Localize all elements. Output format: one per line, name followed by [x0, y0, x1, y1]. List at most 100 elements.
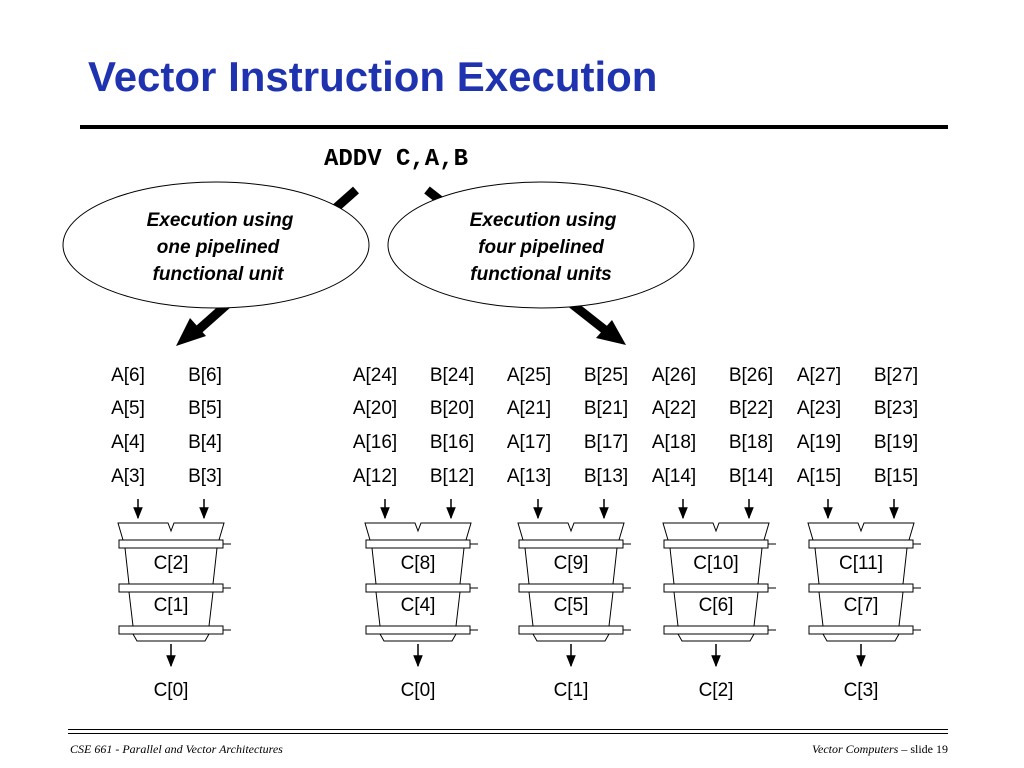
pipeline-latch — [808, 539, 914, 549]
pipeline-unit-4: A[27] B[27] A[23] B[23] A[19] B[19] A[15] B[15]… — [797, 365, 921, 701]
stage-value: C[2] — [154, 553, 189, 574]
operand-a: A[25] — [507, 365, 551, 386]
stage-value: C[7] — [844, 595, 879, 616]
output-value: C[1] — [554, 680, 589, 701]
output-value: C[2] — [699, 680, 734, 701]
operand-b: B[25] — [584, 365, 628, 386]
footer-slide-info: Vector Computers – slide 19 — [812, 742, 948, 757]
footer-course: CSE 661 - Parallel and Vector Architectu… — [70, 742, 283, 756]
stage-value: C[5] — [554, 595, 589, 616]
operand-a: A[20] — [353, 398, 397, 419]
operand-b: B[23] — [874, 398, 918, 419]
adder-inputs — [807, 522, 915, 541]
pipeline-unit-0: A[6]B[6]A[5]B[5]A[4]B[4]A[3]B[3]C[2]C[1]… — [111, 365, 231, 701]
output-value: C[0] — [154, 680, 189, 701]
callout-one-line-3: functional unit — [153, 264, 285, 285]
pipeline-unit-3: A[26] B[26] A[22] B[22] A[18] B[18] A[14] B[14]… — [652, 365, 776, 701]
operand-a: A[16] — [353, 432, 397, 453]
operand-a: A[26] — [652, 365, 696, 386]
callout-four-line-2: four pipelined — [478, 237, 604, 258]
pipeline-latch — [365, 625, 471, 635]
footer-rule-bottom — [68, 733, 948, 734]
pipeline-stage-body — [677, 633, 755, 642]
operand-b: B[5] — [188, 398, 222, 419]
operand-a: A[23] — [797, 398, 841, 419]
adder-inputs — [117, 522, 225, 541]
output-value: C[0] — [401, 680, 436, 701]
pipeline-latch — [518, 583, 624, 593]
footer-topic: Vector Computers — [812, 742, 899, 756]
operand-a: A[18] — [652, 432, 696, 453]
operand-a: A[12] — [353, 466, 397, 487]
pipeline-latch — [118, 539, 224, 549]
operand-b: B[21] — [584, 398, 628, 419]
pipeline-latch — [808, 625, 914, 635]
operand-b: B[27] — [874, 365, 918, 386]
operand-a: A[13] — [507, 466, 551, 487]
pipeline-stage-body — [379, 633, 457, 642]
pipeline-stage-body — [132, 633, 210, 642]
pipeline-latch — [118, 625, 224, 635]
adder-inputs — [517, 522, 625, 541]
callout-one-line-1: Execution using — [147, 210, 294, 231]
callout-one-line-2: one pipelined — [157, 237, 280, 258]
pipeline-stage-body — [822, 633, 900, 642]
adder-inputs — [364, 522, 472, 541]
operand-a: A[4] — [111, 432, 145, 453]
instruction-text: ADDV C,A,B — [324, 146, 468, 173]
operand-a: A[14] — [652, 466, 696, 487]
pipeline-latch — [518, 625, 624, 635]
operand-b: B[15] — [874, 466, 918, 487]
operand-a: A[27] — [797, 365, 841, 386]
operand-b: B[16] — [430, 432, 474, 453]
pipeline-unit-2: A[25] B[25] A[21] B[21] A[17] B[17] A[13] B[13]… — [507, 365, 631, 701]
operand-b: B[4] — [188, 432, 222, 453]
operand-b: B[17] — [584, 432, 628, 453]
adder-inputs — [662, 522, 770, 541]
callout-four-units: Execution using four pipelined functiona… — [387, 181, 695, 309]
stage-value: C[11] — [839, 553, 883, 574]
pipeline-unit-1: A[24]B[24]A[20]B[20]A[16]B[16]A[12]B[12]… — [353, 365, 478, 701]
pipeline-stage-body — [532, 633, 610, 642]
operand-b: B[26] — [729, 365, 773, 386]
operand-b: B[13] — [584, 466, 628, 487]
stage-value: C[4] — [401, 595, 436, 616]
operand-b: B[12] — [430, 466, 474, 487]
title-rule — [80, 125, 948, 129]
operand-a: A[21] — [507, 398, 551, 419]
operand-a: A[5] — [111, 398, 145, 419]
operand-a: A[15] — [797, 466, 841, 487]
stage-value: C[8] — [401, 553, 436, 574]
slide-title: Vector Instruction Execution — [88, 53, 658, 100]
pipeline-latch — [518, 539, 624, 549]
callout-four-line-3: functional units — [470, 264, 611, 285]
stage-value: C[6] — [699, 595, 734, 616]
pipeline-latch — [663, 539, 769, 549]
pipeline-latch — [663, 583, 769, 593]
operand-b: B[24] — [430, 365, 474, 386]
operand-a: A[22] — [652, 398, 696, 419]
footer-rule-top — [68, 729, 948, 730]
operand-b: B[14] — [729, 466, 773, 487]
stage-value: C[10] — [693, 553, 738, 574]
operand-b: B[19] — [874, 432, 918, 453]
stage-value: C[9] — [554, 553, 589, 574]
stage-value: C[1] — [154, 595, 189, 616]
operand-b: B[3] — [188, 466, 222, 487]
operand-a: A[3] — [111, 466, 145, 487]
pipeline-latch — [365, 539, 471, 549]
pipeline-latch — [118, 583, 224, 593]
pipeline-latch — [663, 625, 769, 635]
operand-b: B[18] — [729, 432, 773, 453]
pipeline-latch — [808, 583, 914, 593]
operand-b: B[22] — [729, 398, 773, 419]
output-value: C[3] — [844, 680, 879, 701]
operand-a: A[24] — [353, 365, 397, 386]
pipeline-latch — [365, 583, 471, 593]
operand-a: A[17] — [507, 432, 551, 453]
footer-slide-number: – slide 19 — [898, 742, 948, 756]
callout-one-unit: Execution using one pipelined functional… — [62, 181, 370, 309]
operand-b: B[6] — [188, 365, 222, 386]
operand-a: A[19] — [797, 432, 841, 453]
